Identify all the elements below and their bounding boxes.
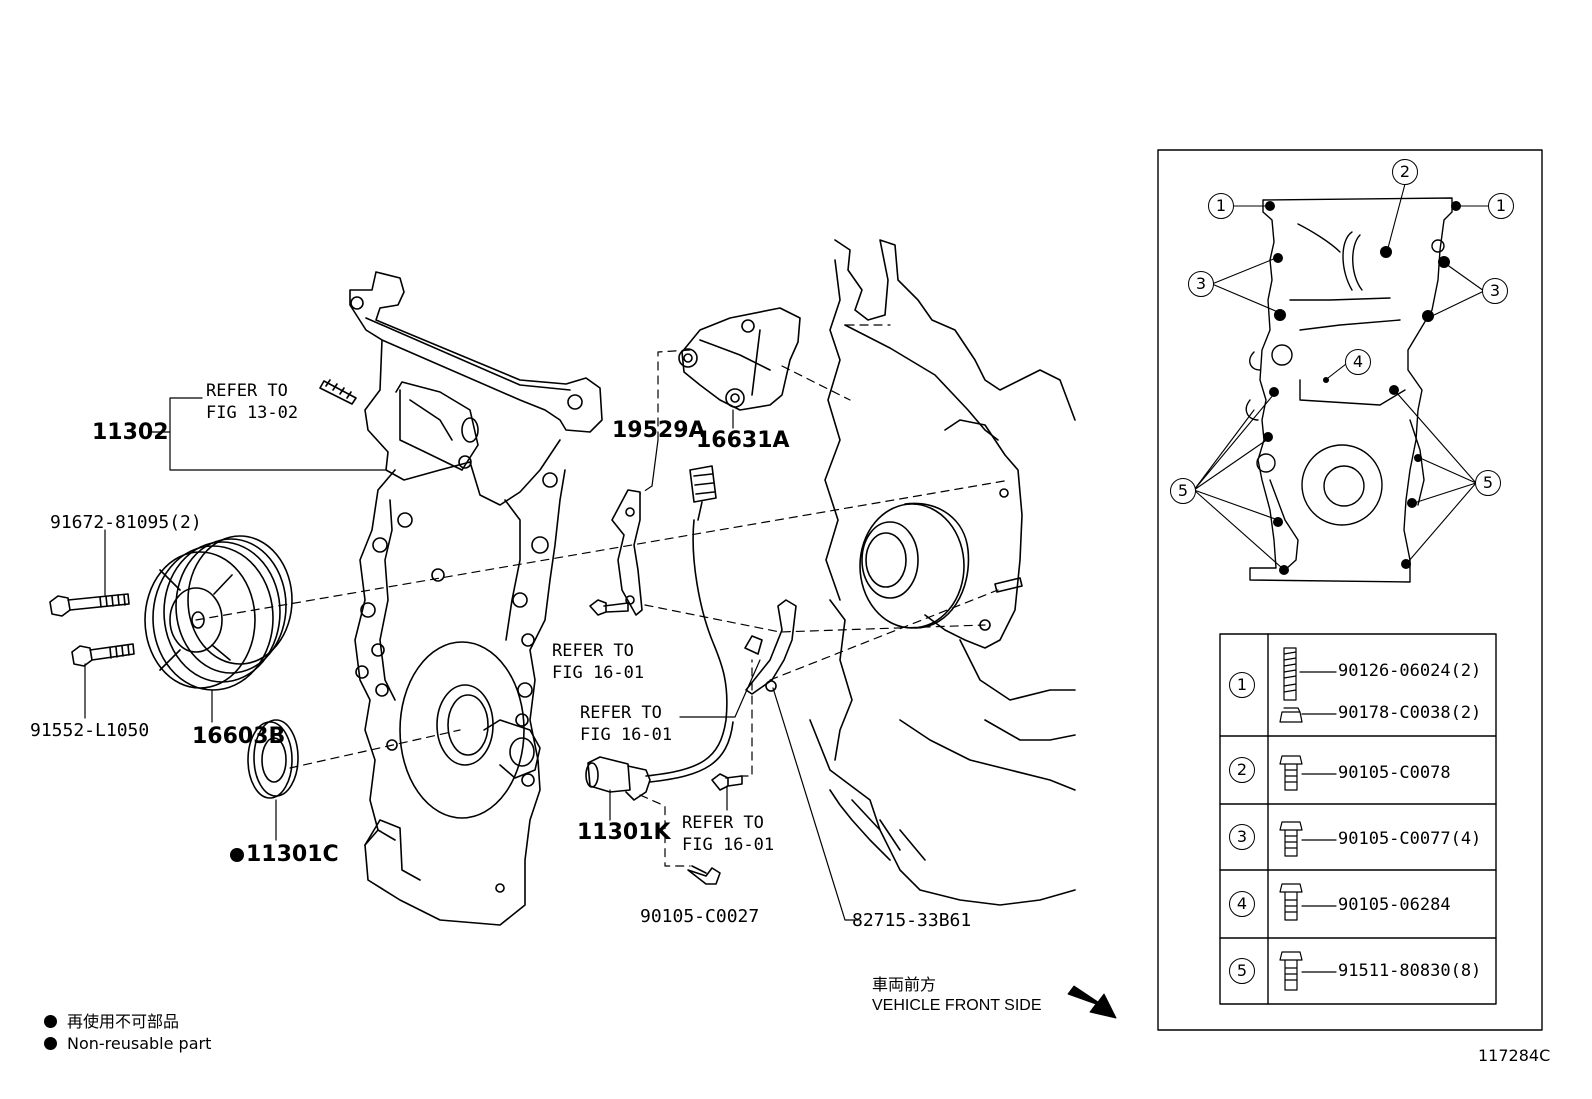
label-pulley: 16603B	[192, 724, 286, 749]
label-sensor: 11301K	[577, 820, 671, 845]
table-row-3-part: 90105-C0077(4)	[1338, 829, 1482, 849]
legend-en-row: Non-reusable part	[44, 1034, 211, 1053]
label-refer-16-01-a-line2: FIG 16-01	[552, 663, 645, 683]
label-refer-16-01-b-line1: REFER TO	[580, 703, 662, 723]
callout-2: 2	[1392, 159, 1418, 185]
callout-1-left: 1	[1208, 193, 1234, 219]
vehicle-front-en: VEHICLE FRONT SIDE	[872, 997, 1042, 1014]
stud-drawing	[319, 379, 357, 405]
front-arrow-icon	[1067, 985, 1117, 1019]
table-row-1-part-2: 90178-C0038(2)	[1338, 703, 1482, 723]
vehicle-front-label: 車両前方 VEHICLE FRONT SIDE	[872, 976, 1042, 1016]
label-refer-16-01-c-line1: REFER TO	[682, 813, 764, 833]
inset-leaders	[1193, 183, 1491, 569]
legend-jp-row: 再使用不可部品	[44, 1008, 179, 1032]
timing-cover-drawing	[349, 271, 603, 926]
vehicle-front-jp: 車両前方	[872, 977, 937, 994]
inset-frame	[1157, 149, 1543, 1031]
label-oil-seal-text: 11301C	[246, 842, 339, 867]
callout-4: 4	[1345, 349, 1371, 375]
callout-1-right: 1	[1488, 193, 1514, 219]
oil-seal-drawing	[247, 719, 299, 799]
callout-5-right: 5	[1475, 470, 1501, 496]
legend-dot-icon	[44, 1037, 57, 1050]
figure-code: 117284C	[1478, 1046, 1551, 1065]
engine-block-drawing	[809, 239, 1076, 906]
table-row-5-part: 91511-80830(8)	[1338, 961, 1482, 981]
table-row-3-number: 3	[1229, 824, 1255, 850]
label-bracket-16631a: 16631A	[696, 428, 790, 453]
pulley-drawing	[144, 535, 293, 691]
label-refer-13-02-line1: REFER TO	[206, 381, 288, 401]
bracket-19529a-drawing	[611, 489, 643, 616]
callout-5-left: 5	[1170, 478, 1196, 504]
inset-cover-drawing	[1245, 197, 1453, 583]
label-refer-16-01-a-line1: REFER TO	[552, 641, 634, 661]
callout-3-left: 3	[1188, 271, 1214, 297]
label-refer-16-01-b-line2: FIG 16-01	[580, 725, 673, 745]
label-bracket-19529a: 19529A	[612, 418, 706, 443]
table-row-2-number: 2	[1229, 757, 1255, 783]
legend-en: Non-reusable part	[67, 1034, 212, 1053]
pulley-bolts-drawing	[49, 593, 135, 667]
non-reusable-icon	[230, 848, 244, 862]
label-bolt-91552: 91552-L1050	[30, 720, 150, 741]
legend-jp: 再使用不可部品	[67, 1012, 180, 1031]
callout-3-right: 3	[1482, 278, 1508, 304]
table-row-1-part-1: 90126-06024(2)	[1338, 661, 1482, 681]
label-clamp-82715: 82715-33B61	[852, 910, 972, 931]
label-oil-seal: 11301C	[230, 842, 339, 867]
label-refer-16-01-c-line2: FIG 16-01	[682, 835, 775, 855]
label-timing-cover: 11302	[92, 420, 169, 445]
table-row-2-part: 90105-C0078	[1338, 763, 1451, 783]
inset-table-lines	[1219, 633, 1497, 1005]
sensor-11301k-drawing	[585, 465, 763, 801]
bracket-16631a-drawing	[678, 307, 801, 411]
assembly-lines	[195, 324, 1011, 867]
table-fastener-icons	[1279, 647, 1337, 991]
legend-dot-icon	[44, 1015, 57, 1028]
table-row-1-number: 1	[1229, 672, 1255, 698]
table-row-4-part: 90105-06284	[1338, 895, 1451, 915]
label-bolt-91672: 91672-81095(2)	[50, 512, 202, 533]
leader-lines	[84, 397, 859, 921]
table-row-5-number: 5	[1229, 958, 1255, 984]
label-bolt-90105-c0027: 90105-C0027	[640, 906, 760, 927]
label-refer-13-02-line2: FIG 13-02	[206, 403, 299, 423]
table-row-4-number: 4	[1229, 891, 1255, 917]
clamp-82715-drawing	[745, 599, 797, 695]
